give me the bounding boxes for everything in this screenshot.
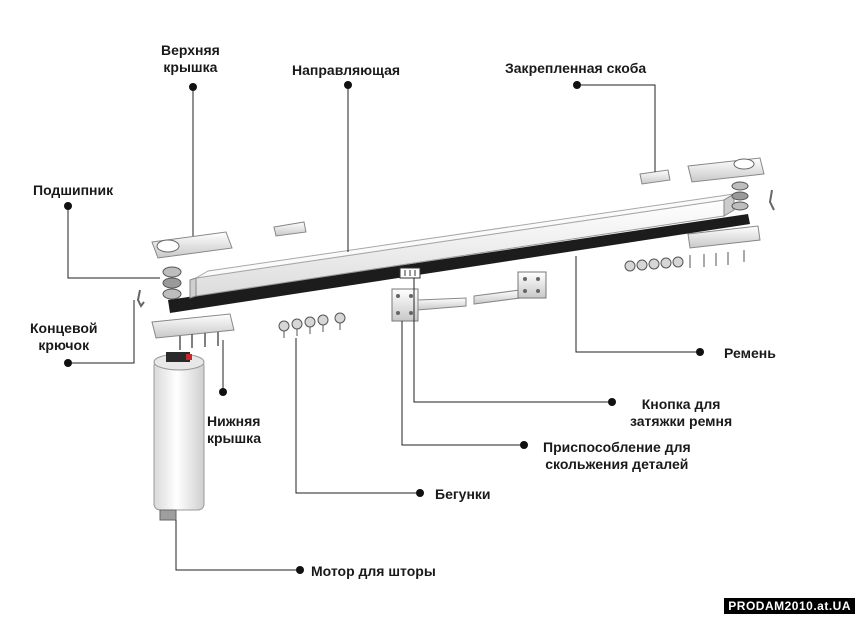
leader-bearing: [67, 206, 160, 279]
label-runners: Бегунки: [435, 486, 491, 502]
label-top-cover-line2: крышка: [163, 59, 218, 75]
bearing-stack-right: [731, 181, 749, 211]
label-belt-button: Кнопка для затяжки ремня: [630, 396, 732, 430]
label-top-cover: Верхняя крышка: [161, 42, 220, 76]
leader-slide-device: [401, 321, 524, 446]
label-end-hook-line2: крючок: [38, 337, 90, 353]
runners-right: [624, 250, 745, 272]
label-top-cover-line1: Верхняя: [161, 42, 220, 58]
label-slide-device: Приспособление для скольжения деталей: [543, 439, 691, 473]
curtain-motor: [153, 352, 205, 521]
dot-bottom-cover: [219, 388, 227, 396]
label-bottom-cover-line1: Нижняя: [207, 413, 261, 429]
dot-belt: [696, 348, 704, 356]
end-hook-right: [768, 189, 775, 211]
label-end-hook: Концевой крючок: [30, 320, 98, 354]
runners-left: [278, 312, 346, 338]
leader-motor: [175, 520, 300, 571]
dot-end-hook: [64, 359, 72, 367]
top-cover-right: [687, 157, 765, 183]
fixed-bracket-right: [639, 169, 671, 185]
dot-slide-device: [520, 441, 528, 449]
dot-top-cover: [189, 83, 197, 91]
label-motor: Мотор для шторы: [311, 563, 436, 579]
belt-tension-button: [399, 267, 421, 279]
small-bracket-left: [273, 221, 307, 237]
leader-lines: [67, 84, 700, 571]
dot-belt-button: [608, 398, 616, 406]
label-rail: Направляющая: [292, 62, 401, 78]
dot-bearing: [64, 202, 72, 210]
dot-rail: [344, 81, 352, 89]
label-belt-button-line2: затяжки ремня: [630, 413, 733, 429]
label-end-hook-line1: Концевой: [30, 320, 98, 336]
label-belt: Ремень: [724, 345, 776, 361]
label-slide-device-line2: скольжения деталей: [545, 456, 689, 472]
leader-runners: [295, 338, 420, 494]
bottom-cover-right: [687, 225, 761, 249]
leader-belt: [575, 256, 700, 353]
dot-runners: [416, 489, 424, 497]
rail: [168, 193, 750, 313]
bearing-stack-left: [162, 266, 182, 300]
label-bottom-cover-line2: крышка: [207, 430, 261, 446]
label-slide-device-line1: Приспособление для: [543, 439, 691, 455]
belt-strip: [168, 214, 750, 313]
leader-end-hook: [68, 300, 135, 364]
end-hook: [136, 289, 145, 308]
label-belt-button-line1: Кнопка для: [641, 396, 721, 412]
label-bottom-cover: Нижняя крышка: [207, 413, 261, 447]
dot-motor: [296, 566, 304, 574]
bottom-cover-left: [151, 313, 235, 350]
watermark: PRODAM2010.at.UA: [724, 598, 855, 614]
leader-dots: [64, 81, 704, 574]
rail-end-face: [189, 277, 197, 299]
dot-fixed-bracket: [573, 81, 581, 89]
top-cover-left: [151, 231, 233, 259]
slide-device: [391, 271, 547, 322]
leader-belt-button: [413, 278, 612, 403]
label-bearing: Подшипник: [33, 182, 114, 198]
label-fixed-bracket: Закрепленная скоба: [505, 60, 647, 76]
rail-front-face: [195, 199, 725, 297]
leader-fixed-bracket: [577, 84, 656, 172]
